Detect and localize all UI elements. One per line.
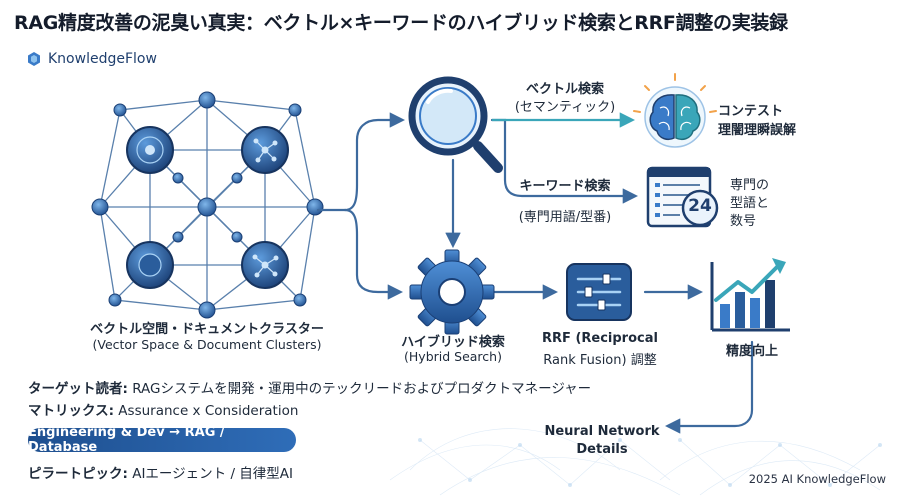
vector-cluster-network xyxy=(91,91,324,319)
pillar-topic-value: AIエージェント / 自律型AI xyxy=(132,466,293,482)
category-badge: Engineering & Dev → RAG / Database xyxy=(28,425,296,455)
hybrid-search-sublabel: (Hybrid Search) xyxy=(404,349,502,364)
brain-context-icon xyxy=(633,73,717,148)
terms-number-badge: 24 xyxy=(688,196,712,216)
vector-search-label: ベクトル検索 xyxy=(525,82,604,97)
terms-label-line3: 数号 xyxy=(730,214,757,229)
target-reader-value: RAGシステムを開発・運用中のテックリードおよびプロダクトマネージャー xyxy=(132,381,592,397)
neural-network-label-line2: Details xyxy=(576,442,628,457)
cluster-label: ベクトル空間・ドキュメントクラスター xyxy=(90,322,324,337)
footer-credit: 2025 AI KnowledgeFlow xyxy=(748,472,886,486)
context-label-line2: 理闇理瞬誤解 xyxy=(718,123,797,138)
target-reader-label: ターゲット読者: xyxy=(28,381,128,397)
growth-chart-icon xyxy=(710,258,790,332)
precision-label: 精度向上 xyxy=(725,344,778,359)
magnifier-icon xyxy=(408,76,503,173)
gear-icon xyxy=(409,249,495,335)
matrix-label: マトリックス: xyxy=(28,403,114,419)
neural-network-label-line1: Neural Network xyxy=(544,424,660,439)
neural-network-nodes xyxy=(418,438,882,487)
matrix-value: Assurance x Consideration xyxy=(118,403,299,419)
keyword-search-sublabel: (専門用語/型番) xyxy=(518,210,612,225)
cluster-node-top-right xyxy=(241,126,289,174)
cluster-node-bottom-right xyxy=(241,241,289,289)
matrix-line: マトリックス: Assurance x Consideration xyxy=(28,399,298,419)
document-keyword-icon xyxy=(646,166,719,228)
pillar-topic-label: ピラートピック: xyxy=(28,466,128,482)
target-reader-line: ターゲット読者: RAGシステムを開発・運用中のテックリードおよびプロダクトマネ… xyxy=(28,377,591,397)
rrf-tuning-icon xyxy=(566,263,632,321)
terms-label-line1: 専門の xyxy=(730,178,770,193)
rrf-label: RRF (Reciprocal xyxy=(542,331,658,346)
vector-search-sublabel: (セマンティック) xyxy=(514,100,616,115)
brand-name: KnowledgeFlow xyxy=(48,51,157,67)
context-label-line1: コンテスト xyxy=(718,104,784,119)
cluster-node-top-left xyxy=(126,126,174,174)
rrf-sublabel: Rank Fusion) 調整 xyxy=(543,353,657,368)
flow-arrows xyxy=(316,112,754,434)
knowledgeflow-logo-icon xyxy=(28,52,40,66)
brand: KnowledgeFlow xyxy=(26,51,157,67)
pillar-topic-line: ピラートピック: AIエージェント / 自律型AI xyxy=(28,462,293,482)
cluster-sublabel: (Vector Space & Document Clusters) xyxy=(92,337,322,352)
page-title: RAG精度改善の泥臭い真実：ベクトル×キーワードのハイブリッド検索とRRF調整の… xyxy=(14,12,788,34)
hybrid-search-label: ハイブリッド検索 xyxy=(401,335,505,350)
terms-label-line2: 型語と xyxy=(730,196,770,211)
keyword-search-label: キーワード検索 xyxy=(519,179,611,194)
cluster-node-bottom-left xyxy=(126,241,174,289)
